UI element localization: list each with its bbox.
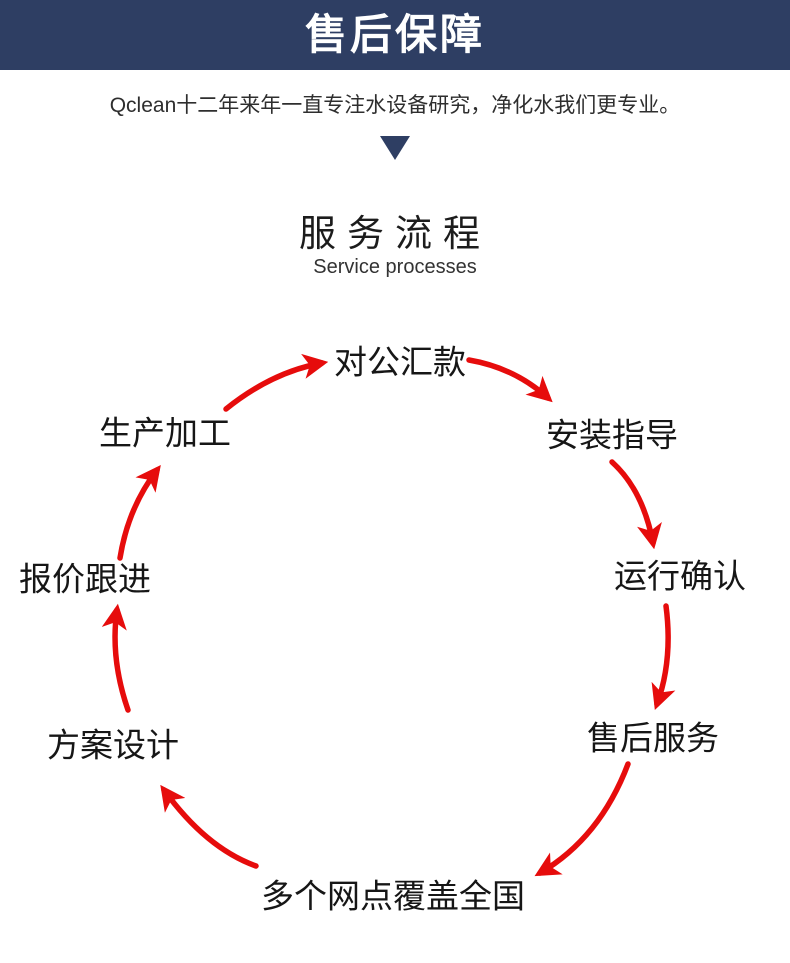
flow-step-nationwide-network: 多个网点覆盖全国 bbox=[261, 877, 525, 915]
section-header-bar: 售后保障 bbox=[0, 0, 790, 70]
flow-step-production: 生产加工 bbox=[99, 414, 231, 452]
flow-step-remittance: 对公汇款 bbox=[334, 343, 466, 381]
flow-step-operation-confirm: 运行确认 bbox=[614, 557, 746, 595]
down-triangle-icon bbox=[380, 136, 410, 160]
flow-step-after-sales: 售后服务 bbox=[587, 719, 719, 757]
service-process-title: 服务流程 bbox=[299, 213, 491, 254]
arrow-quotation-to-production-icon bbox=[117, 464, 161, 561]
arrow-operation-to-aftersales-icon bbox=[651, 603, 676, 710]
arrow-installation-to-operation-icon bbox=[609, 459, 662, 550]
arrow-network-to-design-icon bbox=[160, 784, 259, 869]
flow-step-quotation-followup: 报价跟进 bbox=[19, 560, 151, 598]
arrow-remittance-to-installation-icon bbox=[466, 357, 553, 403]
arrow-design-to-quotation-icon bbox=[101, 603, 131, 713]
arrow-aftersales-to-network-icon bbox=[534, 761, 631, 877]
service-process-subtitle: Service processes bbox=[313, 256, 477, 278]
arrow-production-to-remittance-icon bbox=[223, 353, 329, 412]
flow-step-installation: 安装指导 bbox=[546, 416, 678, 454]
flow-step-solution-design: 方案设计 bbox=[47, 726, 179, 764]
section-header-title: 售后保障 bbox=[304, 11, 485, 58]
intro-text: Qclean十二年来年一直专注水设备研究，净化水我们更专业。 bbox=[109, 94, 681, 117]
